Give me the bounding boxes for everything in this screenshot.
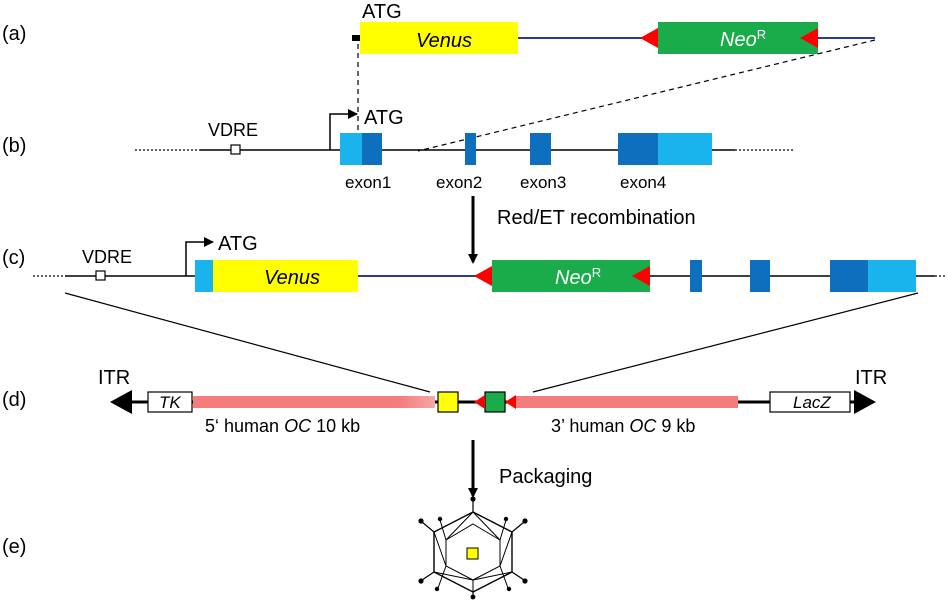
homology-line-right <box>532 292 919 393</box>
atg-label-a: ATG <box>362 1 402 23</box>
frt-site-d-left <box>474 395 485 409</box>
exon4-coding-c <box>830 260 868 292</box>
viral-particle-icon <box>418 496 528 600</box>
vdre-label-c: VDRE <box>82 247 132 267</box>
neo-marker-d <box>484 391 506 413</box>
neo-box-c <box>492 260 650 292</box>
exon1-coding <box>362 133 382 165</box>
exon3-label: exon3 <box>520 173 566 192</box>
venus-label-a: Venus <box>416 30 472 52</box>
exon1-label: exon1 <box>345 173 391 192</box>
frt-site-c-left <box>474 266 492 286</box>
itr-right-label: ITR <box>855 367 887 389</box>
exon4-label: exon4 <box>620 173 666 192</box>
venus-box-a <box>360 22 518 54</box>
row-b-gene: VDRE ATG exon1 exon2 exon3 exon4 <box>135 107 795 192</box>
row-d-vector: ITR ITR TK LacZ 5‘ human OC 10 kb 3’ hum… <box>98 367 887 436</box>
panel-label-b: (b) <box>2 135 26 157</box>
lacz-box <box>769 391 851 413</box>
exon2 <box>465 133 476 165</box>
venus-marker-d <box>437 391 459 413</box>
exon2-label: exon2 <box>436 173 482 192</box>
exon4-utr <box>658 133 712 165</box>
panel-label-d: (d) <box>2 389 26 411</box>
frt-site-c-right <box>632 266 650 286</box>
panel-label-c: (c) <box>2 247 25 269</box>
itr-right-arrow <box>854 390 876 414</box>
atg-label-b: ATG <box>364 107 404 129</box>
exon4-utr-c <box>868 260 916 292</box>
step2-label: Packaging <box>499 466 592 488</box>
left-arm-label: 5‘ human OC 10 kb <box>205 416 360 436</box>
exon1-utr-c <box>195 260 213 292</box>
frt-site-a-left <box>640 28 658 48</box>
projection-line-right <box>417 39 876 152</box>
atg-label-c: ATG <box>218 233 258 255</box>
exon3-c <box>750 260 770 292</box>
exon2-c <box>690 260 702 292</box>
panel-label-a: (a) <box>2 23 26 45</box>
frt-site-d-right <box>505 395 516 409</box>
left-homology-arm <box>193 396 435 408</box>
neo-label-a: NeoR <box>720 27 766 51</box>
row-a-cassette: ATG Venus NeoR <box>352 1 875 54</box>
vdre-box-b <box>230 144 241 155</box>
exon3 <box>530 133 551 165</box>
homology-line-left <box>64 292 431 393</box>
lacz-label: LacZ <box>793 393 831 412</box>
atg-stub-a <box>352 35 362 41</box>
exon1-utr <box>340 133 362 165</box>
tk-label: TK <box>159 393 181 412</box>
right-homology-arm <box>516 396 738 408</box>
right-arm-label: 3’ human OC 9 kb <box>551 416 695 436</box>
panel-label-e: (e) <box>2 536 26 558</box>
tss-arrow-c <box>185 237 214 276</box>
tk-box <box>147 391 193 413</box>
step1-label: Red/ET recombination <box>497 207 696 229</box>
exon4-coding <box>618 133 658 165</box>
neo-label-c: NeoR <box>555 265 601 289</box>
venus-box-c <box>213 260 358 292</box>
vdre-box-c <box>95 270 106 281</box>
itr-left-label: ITR <box>98 367 130 389</box>
packaged-reporter-marker <box>466 547 479 560</box>
venus-label-c: Venus <box>264 267 320 289</box>
vdre-label-b: VDRE <box>208 120 258 140</box>
itr-left-arrow <box>110 390 132 414</box>
tss-arrow-b <box>329 109 358 150</box>
frt-site-a-right <box>800 28 818 48</box>
neo-box-a <box>658 22 818 54</box>
row-c-recombined: VDRE ATG Venus NeoR <box>33 233 946 292</box>
